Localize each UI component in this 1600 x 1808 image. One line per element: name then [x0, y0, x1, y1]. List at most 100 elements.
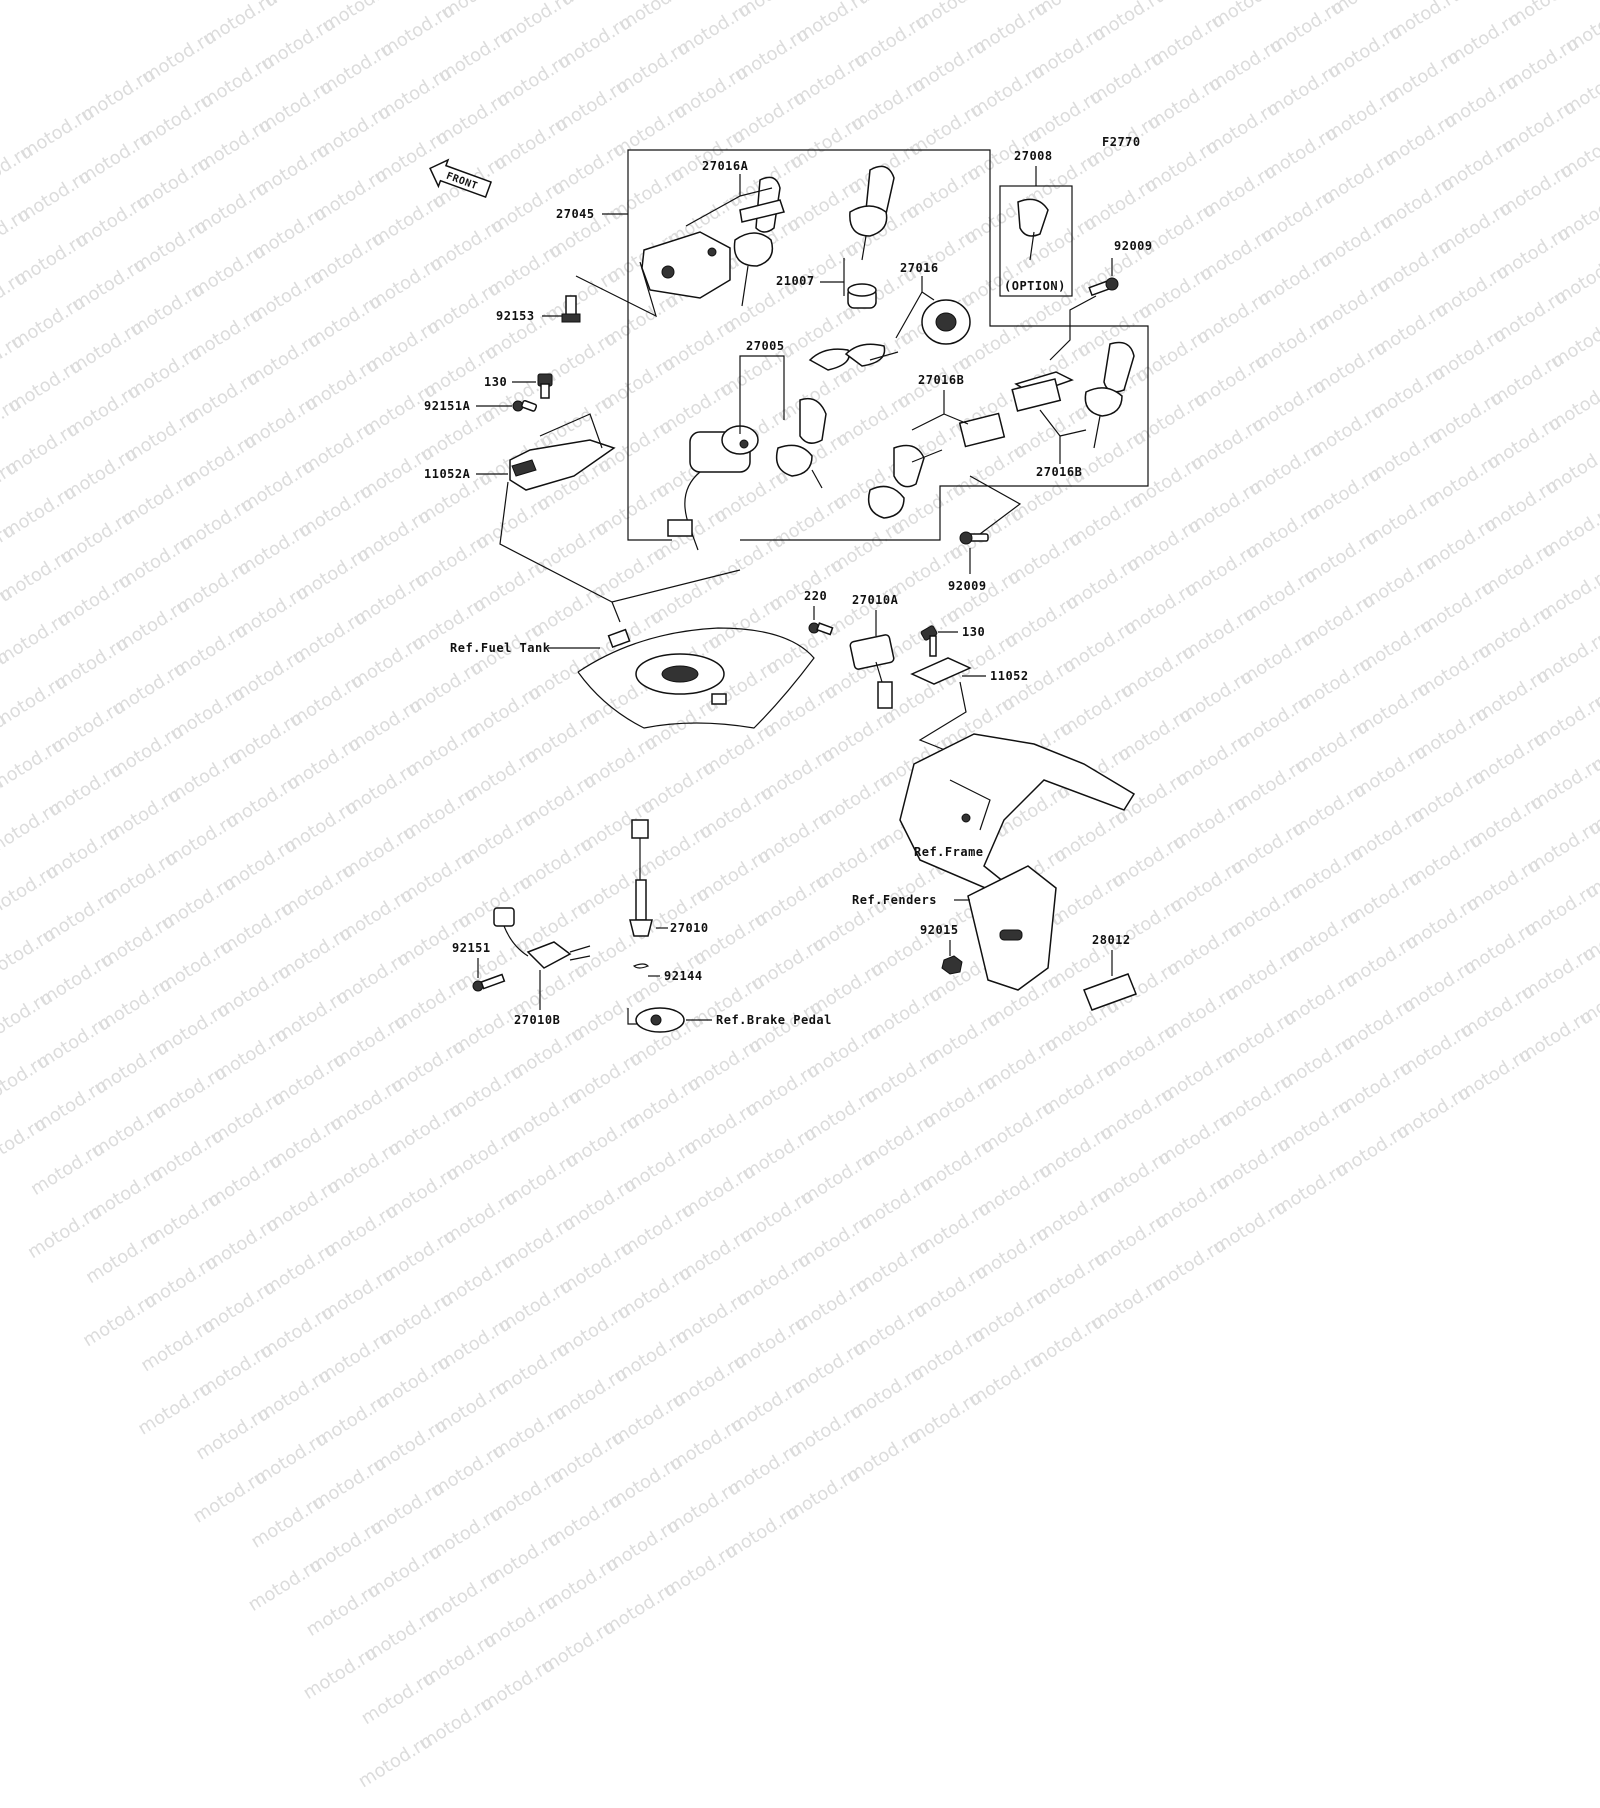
- part-27016: 27016: [900, 261, 939, 275]
- kit-27045-bracket: [628, 150, 1148, 540]
- key-icon: [1018, 199, 1048, 260]
- watermark-text: motod.ru: [306, 1522, 378, 1578]
- watermark-text: motod.ru: [320, 1206, 392, 1262]
- watermark-text: motod.ru: [434, 1319, 506, 1375]
- watermark-text: motod.ru: [553, 1306, 625, 1362]
- watermark-text: motod.ru: [669, 1356, 741, 1412]
- part-220: 220: [804, 589, 827, 603]
- watermark-text: motod.ru: [311, 1395, 383, 1451]
- watermark-text: motod.ru: [605, 1457, 677, 1513]
- key-icon: [1085, 343, 1134, 449]
- watermark-text: motod.ru: [657, 1609, 729, 1665]
- watermark-text: motod.ru: [1148, 1240, 1220, 1296]
- watermark-text: motod.ru: [317, 1269, 389, 1325]
- part-92151: 92151: [452, 941, 491, 955]
- watermark-text: motod.ru: [489, 1407, 561, 1463]
- part-92009-bottom: 92009: [948, 579, 987, 593]
- watermark-text: motod.ru: [840, 1494, 912, 1550]
- watermark-text: motod.ru: [1084, 1342, 1156, 1398]
- watermark-text: motod.ru: [791, 1280, 863, 1336]
- watermark-text: motod.ru: [849, 1305, 921, 1361]
- watermark-text: motod.ru: [425, 1509, 497, 1565]
- watermark-text: motod.ru: [189, 1472, 261, 1528]
- ref-frame: Ref.Frame: [914, 845, 984, 859]
- watermark-text: motod.ru: [483, 1534, 555, 1590]
- part-92015: 92015: [920, 923, 959, 937]
- watermark-text: motod.ru: [675, 1230, 747, 1286]
- frame-outline: [900, 734, 1134, 890]
- watermark-text: motod.ru: [367, 1484, 439, 1540]
- watermark-text: motod.ru: [724, 1444, 796, 1500]
- parts-diagram: F2770 FRONT 27016A 27045 92153 21007: [0, 0, 1600, 1200]
- ignition-switch-27005: [668, 426, 758, 550]
- part-130-right: 130: [962, 625, 985, 639]
- watermark-text: motod.ru: [904, 1393, 976, 1449]
- part-27008: 27008: [1014, 149, 1053, 163]
- screw-92009-bottom: [960, 532, 988, 544]
- watermark-text: motod.ru: [373, 1357, 445, 1413]
- watermark-text: motod.ru: [256, 1307, 328, 1363]
- watermark-text: motod.ru: [544, 1495, 616, 1551]
- watermark-text: motod.ru: [428, 1445, 500, 1501]
- watermark-text: motod.ru: [253, 1370, 325, 1426]
- watermark-text: motod.ru: [431, 1382, 503, 1438]
- watermark-text: motod.ru: [617, 1205, 689, 1261]
- watermark-text: motod.ru: [1023, 1380, 1095, 1436]
- watermark-text: motod.ru: [672, 1293, 744, 1349]
- watermark-text: motod.ru: [82, 1232, 154, 1288]
- watermark-text: motod.ru: [907, 1330, 979, 1386]
- watermark-text: motod.ru: [361, 1610, 433, 1666]
- watermark-text: motod.ru: [846, 1368, 918, 1424]
- cylinder-21007: [848, 284, 876, 308]
- part-27010B: 27010B: [514, 1013, 560, 1027]
- watermark-text: motod.ru: [498, 1218, 570, 1274]
- brake-pedal-bracket: [636, 1008, 684, 1032]
- watermark-text: motod.ru: [614, 1268, 686, 1324]
- ref-brake-pedal: Ref.Brake Pedal: [716, 1013, 832, 1027]
- watermark-text: motod.ru: [733, 1255, 805, 1311]
- watermark-text: motod.ru: [419, 1635, 491, 1691]
- watermark-text: motod.ru: [79, 1295, 151, 1351]
- front-brake-switch-27010B: [494, 908, 590, 984]
- watermark-text: motod.ru: [599, 1584, 671, 1640]
- watermark-text: motod.ru: [660, 1546, 732, 1602]
- latch-27016B: [1012, 372, 1072, 411]
- watermark-text: motod.ru: [198, 1282, 270, 1338]
- diagram-code: F2770: [1102, 135, 1141, 149]
- watermark-text: motod.ru: [413, 1761, 485, 1808]
- watermark-text: motod.ru: [666, 1419, 738, 1475]
- part-27016B-right: 27016B: [1036, 465, 1082, 479]
- watermark-text: motod.ru: [137, 1320, 209, 1376]
- seat-lock-27016A: [642, 232, 730, 298]
- screw-92009: [1089, 278, 1118, 295]
- watermark-text: motod.ru: [244, 1560, 316, 1616]
- watermark-text: motod.ru: [495, 1281, 567, 1337]
- watermark-text: motod.ru: [300, 1648, 372, 1704]
- watermark-text: motod.ru: [437, 1256, 509, 1312]
- watermark-text: motod.ru: [535, 1685, 607, 1741]
- watermark-text: motod.ru: [779, 1532, 851, 1588]
- watermark-text: motod.ru: [376, 1294, 448, 1350]
- key-icon: [869, 446, 942, 518]
- watermark-text: motod.ru: [785, 1406, 857, 1462]
- watermark-text: motod.ru: [788, 1343, 860, 1399]
- watermark-text: motod.ru: [247, 1497, 319, 1553]
- watermark-text: motod.ru: [794, 1217, 866, 1273]
- fuel-tank-outline: [578, 628, 814, 728]
- watermark-text: motod.ru: [474, 1723, 546, 1779]
- watermark-text: motod.ru: [596, 1647, 668, 1703]
- watermark-text: motod.ru: [140, 1257, 212, 1313]
- watermark-text: motod.ru: [547, 1432, 619, 1488]
- part-27016B-mid: 27016B: [918, 373, 964, 387]
- watermark-text: motod.ru: [477, 1660, 549, 1716]
- reflector-28012: [1084, 974, 1136, 1010]
- front-arrow-icon: FRONT: [425, 155, 493, 203]
- bolt-92153: [562, 296, 580, 322]
- watermark-text: motod.ru: [721, 1507, 793, 1563]
- brake-switch-27010: [630, 820, 652, 936]
- watermark-text: motod.ru: [730, 1318, 802, 1374]
- watermark-text: motod.ru: [358, 1673, 430, 1729]
- watermark-text: motod.ru: [1145, 1303, 1217, 1359]
- watermark-text: motod.ru: [663, 1482, 735, 1538]
- watermark-text: motod.ru: [1207, 1265, 1279, 1321]
